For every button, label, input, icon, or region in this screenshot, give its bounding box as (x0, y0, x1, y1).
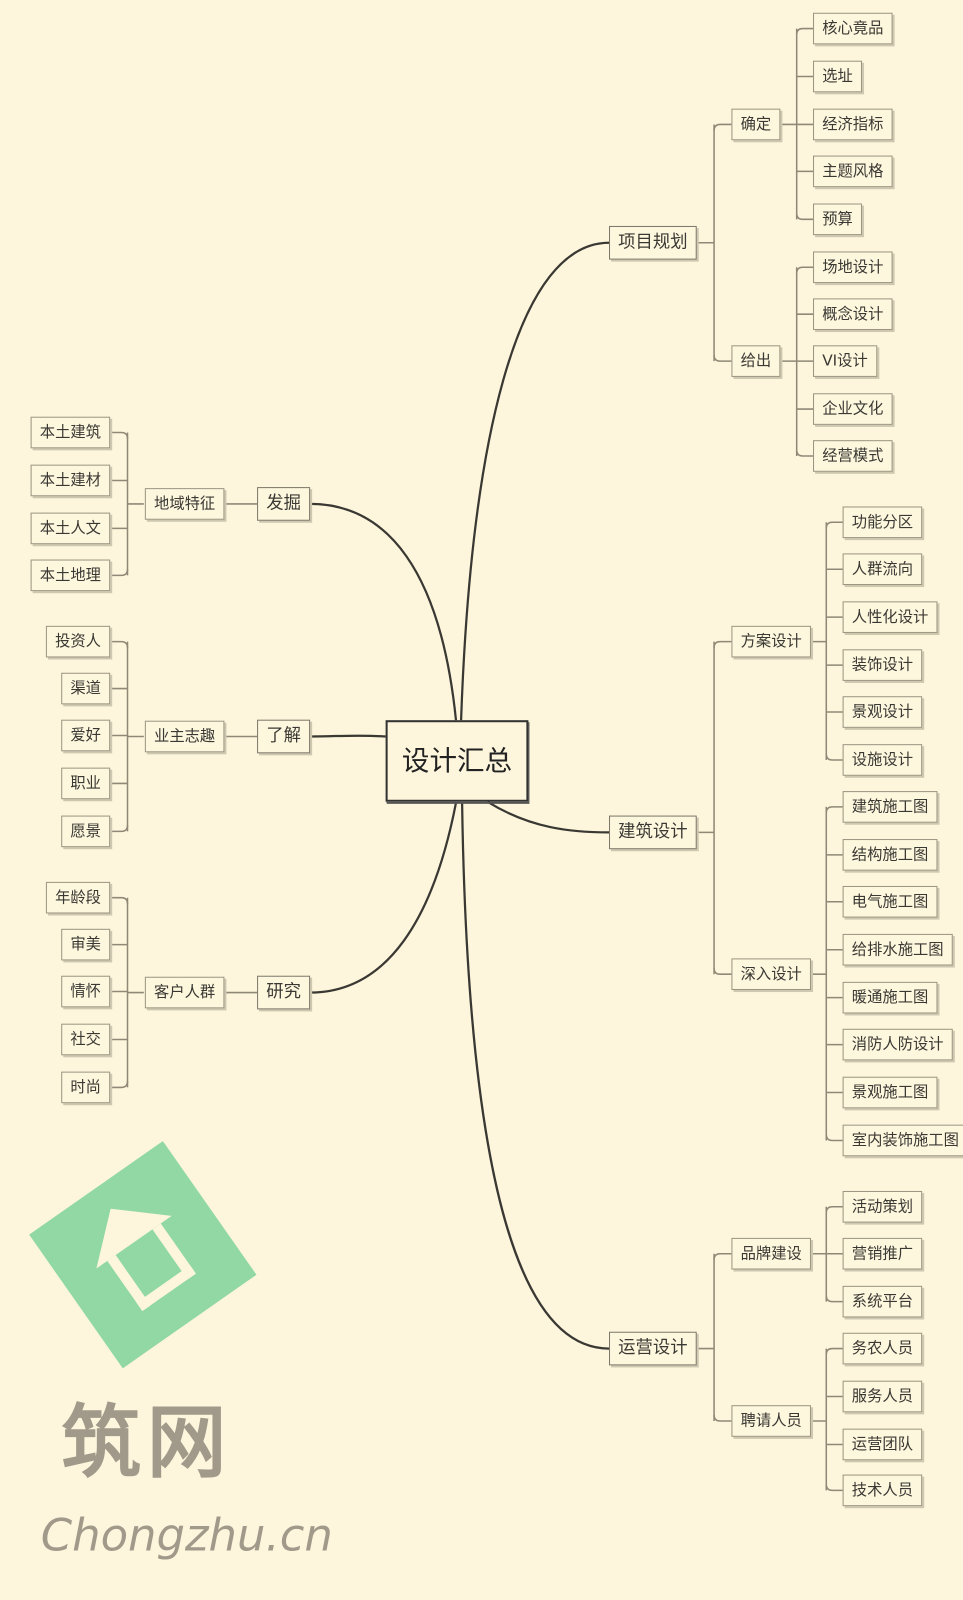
connector (713, 968, 732, 975)
leaf-topic[interactable]: 本土建材 (30, 464, 111, 497)
leaf-topic[interactable]: 电气施工图 (842, 885, 938, 918)
connector (110, 896, 129, 904)
main-topic[interactable]: 项目规划 (608, 225, 697, 260)
branch-curve (460, 802, 610, 1350)
watermark-url: Chongzhu.cn (40, 1509, 333, 1562)
subtopic[interactable]: 给出 (731, 345, 781, 377)
subtopic[interactable]: 业主志趣 (144, 720, 225, 753)
leaf-topic[interactable]: 企业文化 (813, 393, 893, 425)
main-topic[interactable]: 运营设计 (608, 1331, 697, 1366)
leaf-topic[interactable]: 人性化设计 (842, 601, 938, 633)
leaf-topic[interactable]: 结构施工图 (842, 839, 938, 871)
leaf-topic[interactable]: 活动策划 (842, 1190, 923, 1223)
main-topic[interactable]: 研究 (257, 975, 311, 1010)
connector (110, 431, 129, 439)
connector (825, 1134, 843, 1142)
leaf-topic[interactable]: VI设计 (813, 345, 877, 377)
connector (713, 123, 732, 131)
leaf-topic[interactable]: 经济指标 (813, 108, 893, 141)
connector (825, 806, 843, 814)
leaf-topic[interactable]: 社交 (61, 1023, 111, 1056)
leaf-topic[interactable]: 经营模式 (813, 440, 893, 472)
subtopic[interactable]: 品牌建设 (731, 1237, 811, 1270)
connector (713, 354, 732, 362)
subtopic[interactable]: 深入设计 (731, 958, 811, 991)
branch-curve (310, 802, 458, 994)
leaf-topic[interactable]: 技术人员 (842, 1474, 923, 1507)
leaf-topic[interactable]: 年龄段 (45, 881, 111, 914)
branch-curve (310, 502, 458, 721)
leaf-topic[interactable]: 本土人文 (30, 512, 111, 545)
leaf-topic[interactable]: 设施设计 (842, 744, 923, 776)
leaf-topic[interactable]: 时尚 (61, 1071, 111, 1104)
leaf-topic[interactable]: 投资人 (45, 625, 111, 658)
connector (110, 569, 129, 577)
leaf-topic[interactable]: 服务人员 (842, 1380, 923, 1413)
connector (795, 449, 814, 457)
main-topic[interactable]: 建筑设计 (608, 815, 697, 850)
leaf-topic[interactable]: 核心竟品 (813, 12, 893, 45)
main-topic[interactable]: 发掘 (257, 487, 311, 521)
leaf-topic[interactable]: 选址 (813, 60, 863, 93)
branch-curve (487, 800, 609, 834)
subtopic[interactable]: 地域特征 (144, 488, 225, 520)
leaf-topic[interactable]: 消防人防设计 (842, 1028, 953, 1061)
subtopic[interactable]: 确定 (731, 108, 781, 141)
leaf-topic[interactable]: 本土地理 (30, 559, 111, 592)
connector (110, 640, 129, 648)
leaf-topic[interactable]: 人群流向 (842, 553, 923, 586)
connector (825, 1295, 843, 1303)
leaf-topic[interactable]: 运营团队 (842, 1428, 923, 1461)
leaf-topic[interactable]: 本土建筑 (30, 416, 111, 449)
leaf-topic[interactable]: 景观施工图 (842, 1076, 938, 1109)
connector (110, 825, 129, 833)
leaf-topic[interactable]: 务农人员 (842, 1332, 923, 1365)
subtopic[interactable]: 客户人群 (144, 976, 225, 1009)
connector (713, 1252, 732, 1260)
leaf-topic[interactable]: 职业 (61, 767, 111, 800)
leaf-topic[interactable]: 爱好 (61, 719, 111, 752)
connector (825, 1484, 843, 1492)
connector (825, 521, 843, 529)
branch-curve (310, 734, 386, 738)
connector (795, 27, 814, 35)
subtopic[interactable]: 方案设计 (731, 625, 811, 658)
leaf-topic[interactable]: 室内装饰施工图 (842, 1124, 963, 1157)
leaf-topic[interactable]: 愿景 (61, 815, 111, 848)
leaf-topic[interactable]: 预算 (813, 203, 863, 236)
connector (825, 753, 843, 761)
leaf-topic[interactable]: 系统平台 (842, 1285, 923, 1318)
connector (110, 1081, 129, 1089)
branch-curve (459, 241, 610, 721)
main-topic[interactable]: 了解 (257, 719, 311, 754)
connector (825, 1347, 843, 1355)
leaf-topic[interactable]: 审美 (61, 928, 111, 961)
leaf-topic[interactable]: 概念设计 (813, 298, 893, 331)
watermark-text: 筑网 (61, 1396, 233, 1490)
leaf-topic[interactable]: 景观设计 (842, 696, 923, 728)
subtopic[interactable]: 聘请人员 (731, 1405, 811, 1437)
leaf-topic[interactable]: 场地设计 (813, 251, 893, 284)
connector (795, 266, 814, 274)
connector (713, 640, 732, 648)
leaf-topic[interactable]: 营销推广 (842, 1237, 923, 1270)
leaf-topic[interactable]: 暖通施工图 (842, 981, 938, 1014)
central-topic[interactable]: 设计汇总 (385, 720, 529, 802)
connector (795, 213, 814, 221)
leaf-topic[interactable]: 建筑施工图 (842, 791, 938, 823)
connector (825, 1206, 843, 1213)
leaf-topic[interactable]: 渠道 (61, 672, 111, 705)
connector (713, 1414, 732, 1422)
leaf-topic[interactable]: 情怀 (61, 975, 111, 1008)
leaf-topic[interactable]: 给排水施工图 (842, 933, 953, 966)
leaf-topic[interactable]: 装饰设计 (842, 649, 923, 681)
leaf-topic[interactable]: 主题风格 (813, 155, 893, 188)
leaf-topic[interactable]: 功能分区 (842, 506, 923, 539)
